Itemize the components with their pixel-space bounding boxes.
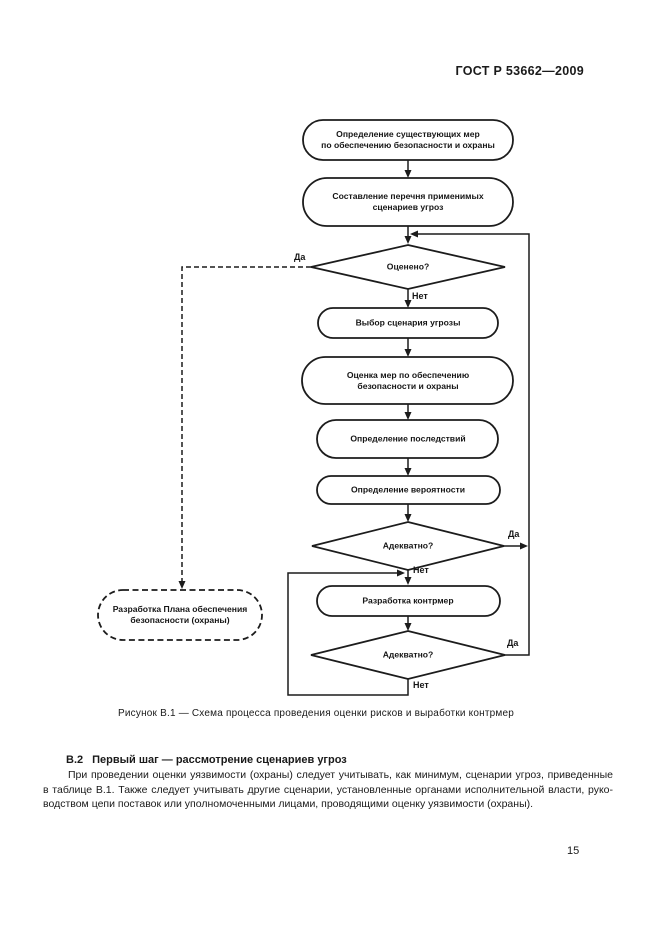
arrowhead-into-d3 xyxy=(404,623,412,631)
section-number: В.2 xyxy=(66,754,84,766)
paragraph-line: При проведении оценки уязвимости (охраны… xyxy=(68,769,613,781)
section-title: Первый шаг — рассмотрение сценариев угро… xyxy=(92,754,347,766)
connector-d3-no-loop xyxy=(287,572,409,696)
decision-evaluated-label: Оценено? xyxy=(386,261,430,272)
edge-label-yes-adequate-2: Да xyxy=(507,638,519,648)
arrowhead-feedback-left xyxy=(410,230,418,238)
paragraph-line: в таблице В.1. Также следует учитывать д… xyxy=(43,783,613,796)
paragraph-line: водством цепи поставок или уполномоченны… xyxy=(43,798,534,811)
body-paragraph: При проведении оценки уязвимости (охраны… xyxy=(43,768,613,812)
document-code: ГОСТ Р 53662—2009 xyxy=(455,64,584,78)
flow-connectors xyxy=(181,160,530,696)
arrowhead-into-d2 xyxy=(404,514,412,522)
edge-label-no-evaluated: Нет xyxy=(412,291,428,301)
edge-label-no-adequate-2: Нет xyxy=(413,680,429,690)
connector-d1-yes-dashed xyxy=(181,266,311,582)
decision-adequate-2-label: Адекватно? xyxy=(382,649,434,660)
decision-adequate-1-label: Адекватно? xyxy=(382,540,434,551)
node-scenario-list-label: Составление перечня применимых сценариев… xyxy=(332,190,484,212)
node-existing-measures-label: Определение существующих мер по обеспече… xyxy=(321,128,495,150)
section-heading: В.2 Первый шаг — рассмотрение сценариев у… xyxy=(66,754,347,766)
node-consequences-label: Определение последствий xyxy=(350,433,466,444)
figure-caption: Рисунок В.1 — Схема процесса проведения … xyxy=(118,708,514,719)
page-number: 15 xyxy=(567,845,580,857)
arrowhead-into-s2 xyxy=(404,170,412,178)
arrowhead-into-s5 xyxy=(404,412,412,420)
node-security-plan-label: Разработка Плана обеспечения безопасност… xyxy=(112,603,248,625)
node-assess-measures-label: Оценка мер по обеспечению безопасности и… xyxy=(346,369,470,391)
node-countermeasures-label: Разработка контрмер xyxy=(362,595,454,606)
edge-label-no-adequate-1: Нет xyxy=(413,565,429,575)
node-security-plan-shape xyxy=(97,589,263,641)
arrowhead-into-s4 xyxy=(404,349,412,357)
connector-feedback-right xyxy=(416,233,530,656)
flow-arrowheads xyxy=(178,170,528,631)
arrowhead-d2-yes-right xyxy=(520,542,528,550)
arrowhead-into-s3 xyxy=(404,300,412,308)
node-select-scenario-label: Выбор сценария угрозы xyxy=(355,317,461,328)
node-probability-label: Определение вероятности xyxy=(350,484,466,495)
flowchart-canvas xyxy=(97,119,530,696)
edge-label-yes-evaluated: Да xyxy=(294,252,306,262)
arrowhead-into-plan xyxy=(178,581,186,589)
arrowhead-into-d1 xyxy=(404,236,412,244)
edge-label-yes-adequate-1: Да xyxy=(508,529,520,539)
arrowhead-into-s6 xyxy=(404,468,412,476)
arrowhead-into-s7 xyxy=(404,577,412,585)
arrowhead-loop-right xyxy=(397,569,405,577)
